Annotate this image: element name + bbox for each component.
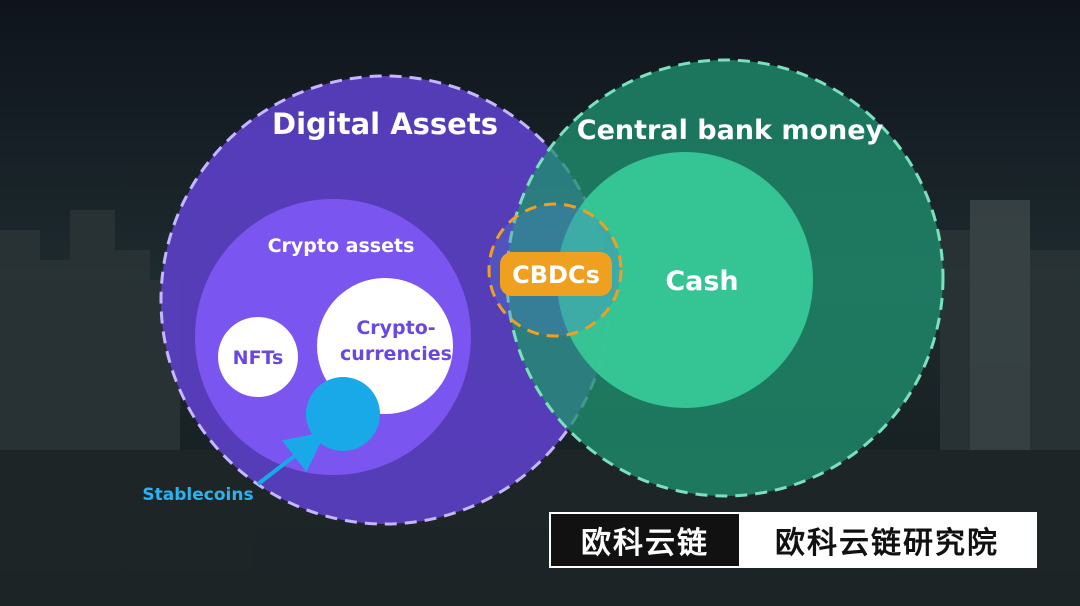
crypto-assets-label: Crypto assets — [268, 235, 415, 257]
brand-logo-text: 欧科云链 — [551, 514, 739, 566]
digital-assets-label: Digital Assets — [272, 107, 498, 141]
nfts-label: NFTs — [233, 347, 284, 369]
cash-label: Cash — [665, 266, 738, 297]
cbdcs-label: CBDCs — [512, 261, 600, 289]
cryptocurrencies-label-line2: currencies — [340, 343, 452, 365]
brand-banner: 欧科云链 欧科云链研究院 — [549, 512, 1037, 568]
cash-circle — [557, 152, 813, 408]
stablecoins-circle — [306, 377, 380, 451]
cbdcs-badge — [500, 252, 612, 296]
stablecoins-arrow — [256, 431, 326, 486]
brand-institute-text: 欧科云链研究院 — [739, 514, 1035, 566]
nfts-circle — [218, 317, 298, 397]
central-bank-money-label: Central bank money — [577, 115, 884, 146]
cryptocurrencies-label-line1: Crypto- — [356, 317, 435, 339]
stablecoins-label: Stablecoins — [142, 485, 253, 505]
